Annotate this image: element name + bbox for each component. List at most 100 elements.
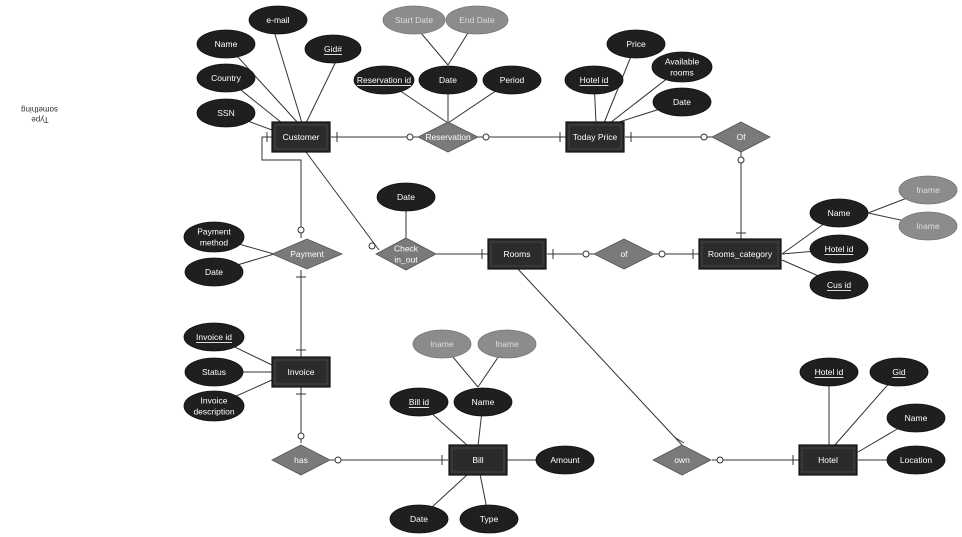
attribute-fname-bill[interactable] — [477, 329, 537, 359]
entity-rooms_category-label: Rooms_category — [708, 249, 773, 259]
entity-rooms-label: Rooms — [504, 249, 531, 259]
attribute-fname-bill-label: fname — [495, 339, 519, 349]
attribute-bill-name[interactable] — [453, 387, 513, 417]
attribute-rc-hotel-id-label: Hotel id — [825, 244, 854, 254]
attribute-reservation-id[interactable] — [353, 65, 415, 95]
attribute-bill-id-label: Bill id — [409, 397, 430, 407]
relationship-of_top[interactable] — [711, 121, 771, 153]
attribute-status[interactable] — [184, 357, 244, 387]
attribute-available-rooms[interactable] — [651, 51, 713, 83]
attribute-bill-type[interactable] — [459, 504, 519, 534]
entity-invoice[interactable] — [271, 356, 331, 388]
attribute-lname-bill[interactable] — [412, 329, 472, 359]
attribute-price-label: Price — [626, 39, 646, 49]
attribute-bill-date[interactable] — [389, 504, 449, 534]
attribute-amount[interactable] — [535, 445, 595, 475]
attribute-location-label: Location — [900, 455, 932, 465]
entity-customer-label: Customer — [283, 132, 320, 142]
optional-marker — [482, 133, 490, 141]
relationship-of_top-label: Of — [737, 132, 747, 142]
attribute-tp-date[interactable] — [652, 87, 712, 117]
attribute-invoice-id-label: Invoice id — [196, 332, 232, 342]
attribute-gid-label: Gid# — [324, 44, 342, 54]
attribute-end-date-label: End Date — [459, 15, 495, 25]
attribute-end-date[interactable] — [445, 5, 509, 35]
attribute-lname-rc[interactable] — [898, 211, 958, 241]
optional-marker — [334, 456, 342, 464]
entity-customer[interactable] — [271, 121, 331, 153]
attribute-fname-rc[interactable] — [898, 175, 958, 205]
attribute-status-label: Status — [202, 367, 226, 377]
attribute-payment-method[interactable] — [183, 221, 245, 253]
attribute-amount-label: Amount — [550, 455, 580, 465]
attribute-check-date[interactable] — [376, 182, 436, 212]
attribute-cust-name[interactable] — [196, 29, 256, 59]
attribute-location[interactable] — [886, 445, 946, 475]
attribute-cust-name-label: Name — [215, 39, 238, 49]
relationship-has-label: has — [294, 455, 308, 465]
relationship-check_in_out[interactable] — [375, 237, 437, 271]
attribute-res-date-label: Date — [439, 75, 457, 85]
attribute-period[interactable] — [482, 65, 542, 95]
attribute-rc-hotel-id[interactable] — [809, 234, 869, 264]
relationship-reservation[interactable] — [417, 121, 479, 153]
attribute-invoice-id[interactable] — [183, 322, 245, 352]
relationship-own[interactable] — [652, 444, 712, 476]
relationship-own-label: own — [674, 455, 690, 465]
entity-rooms[interactable] — [487, 238, 547, 270]
optional-marker — [406, 133, 414, 141]
attribute-check-date-label: Date — [397, 192, 415, 202]
attribute-lname-rc-label: lname — [916, 221, 939, 231]
attribute-start-date[interactable] — [382, 5, 446, 35]
optional-marker — [658, 250, 666, 258]
optional-marker — [297, 432, 305, 440]
attribute-reservation-id-label: Reservation id — [357, 75, 412, 85]
attribute-country[interactable] — [196, 63, 256, 93]
attribute-rc-name-label: Name — [828, 208, 851, 218]
entity-today_price[interactable] — [565, 121, 625, 153]
attribute-cus-id[interactable] — [809, 270, 869, 300]
attribute-hotel-gid-label: Gid — [892, 367, 906, 377]
attribute-price[interactable] — [606, 29, 666, 59]
optional-marker — [716, 456, 724, 464]
attribute-gid[interactable] — [304, 34, 362, 64]
attribute-hotel-name-label: Name — [905, 413, 928, 423]
attribute-bill-id[interactable] — [389, 387, 449, 417]
attribute-bill-type-label: Type — [480, 514, 499, 524]
optional-marker — [297, 226, 305, 234]
attribute-hotel-id-tp-label: Hotel id — [580, 75, 609, 85]
attribute-hotel-id[interactable] — [799, 357, 859, 387]
relationship-has[interactable] — [271, 444, 331, 476]
entity-hotel[interactable] — [798, 444, 858, 476]
attribute-email[interactable] — [248, 5, 308, 35]
entity-bill[interactable] — [448, 444, 508, 476]
relationship-reservation-label: Reservation — [425, 132, 471, 142]
one-marker — [673, 436, 685, 444]
attribute-hotel-id-tp[interactable] — [564, 65, 624, 95]
attribute-ssn-label: SSN — [217, 108, 234, 118]
attribute-res-date[interactable] — [418, 65, 478, 95]
entity-today_price-label: Today Price — [573, 132, 618, 142]
relationship-payment[interactable] — [270, 238, 344, 270]
attribute-hotel-gid[interactable] — [869, 357, 929, 387]
optional-marker — [700, 133, 708, 141]
attribute-invoice-desc[interactable] — [183, 390, 245, 422]
entity-hotel-label: Hotel — [818, 455, 838, 465]
attribute-pay-date[interactable] — [184, 257, 244, 287]
entity-rooms_category[interactable] — [698, 238, 782, 270]
attribute-hotel-name[interactable] — [886, 403, 946, 433]
cardinality-markers — [266, 132, 794, 465]
relationship-of_mid[interactable] — [593, 238, 655, 270]
attribute-country-label: Country — [211, 73, 242, 83]
attribute-rc-name[interactable] — [809, 198, 869, 228]
entity-invoice-label: Invoice — [288, 367, 315, 377]
attribute-start-date-label: Start Date — [395, 15, 434, 25]
connector-lines — [213, 17, 929, 520]
attribute-ssn[interactable] — [196, 98, 256, 128]
optional-marker — [582, 250, 590, 258]
